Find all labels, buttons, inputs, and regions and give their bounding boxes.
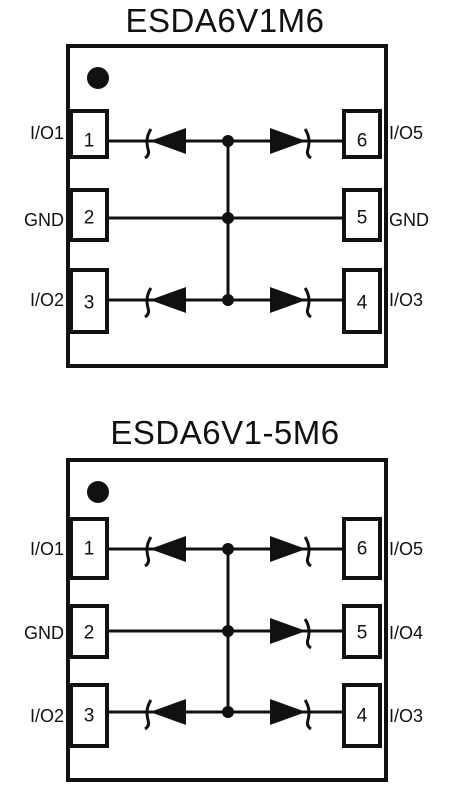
pin-label: I/O1 <box>30 539 64 559</box>
tvs-diode <box>143 126 188 160</box>
pin-number: 3 <box>84 706 95 727</box>
tvs-diode <box>143 697 188 731</box>
tvs-diode <box>268 534 313 568</box>
tvs-diode <box>268 126 313 160</box>
package-title-esda6v1-5m6: ESDA6V1-5M6 <box>110 414 340 451</box>
pin-number: 3 <box>84 293 95 314</box>
pin-box-4 <box>342 683 382 748</box>
pin-number: 4 <box>357 293 368 314</box>
pin-label: I/O2 <box>30 290 64 310</box>
junction-dot <box>222 625 234 637</box>
pin-number: 1 <box>84 539 95 560</box>
junction-dot <box>222 543 234 555</box>
pin-label: I/O3 <box>389 290 423 310</box>
pin-box-1 <box>69 109 109 159</box>
pin-number: 5 <box>357 623 368 644</box>
pin-label: I/O4 <box>389 623 423 643</box>
junction-dot <box>222 212 234 224</box>
pin-label: GND <box>389 210 429 230</box>
pin-number: 2 <box>84 623 95 644</box>
pin-label: I/O1 <box>30 123 64 143</box>
schematic-esda6v1m6: 1 2 3 4 5 6 I/O1 GND I/O2 I/O3 GND I/O5 <box>24 44 429 368</box>
pin1-marker-dot <box>87 481 109 503</box>
pin-box-3 <box>69 683 109 748</box>
pin-label: I/O5 <box>389 123 423 143</box>
pin1-marker-dot <box>87 67 109 89</box>
tvs-diode <box>268 616 313 650</box>
pin-label: GND <box>24 210 64 230</box>
package-outline <box>66 458 388 782</box>
package-title-esda6v1m6: ESDA6V1M6 <box>125 2 325 39</box>
junction-dot <box>222 294 234 306</box>
pin-label: I/O5 <box>389 539 423 559</box>
pin-number: 4 <box>357 706 368 727</box>
pin-label: I/O2 <box>30 706 64 726</box>
pin-box-2 <box>69 188 109 242</box>
pin-label: GND <box>24 623 64 643</box>
pin-box-5 <box>342 604 382 659</box>
pin-box-5 <box>342 188 382 242</box>
tvs-diode <box>143 534 188 568</box>
pin-box-6 <box>342 109 382 159</box>
pin-number: 1 <box>84 131 95 152</box>
package-outline <box>66 44 388 368</box>
pin-number: 6 <box>357 131 368 152</box>
pin-number: 2 <box>84 208 95 229</box>
schematic-esda6v1-5m6: 1 2 3 4 5 6 I/O1 GND I/O2 I/O3 I/O4 I/O5 <box>24 458 423 782</box>
junction-dot <box>222 706 234 718</box>
pin-number: 6 <box>357 539 368 560</box>
junction-dot <box>222 135 234 147</box>
pin-label: I/O3 <box>389 706 423 726</box>
pin-box-6 <box>342 517 382 580</box>
tvs-diode <box>143 285 188 319</box>
pin-number: 5 <box>357 208 368 229</box>
tvs-diode <box>268 697 313 731</box>
tvs-diode <box>268 285 313 319</box>
pin-box-2 <box>69 604 109 659</box>
